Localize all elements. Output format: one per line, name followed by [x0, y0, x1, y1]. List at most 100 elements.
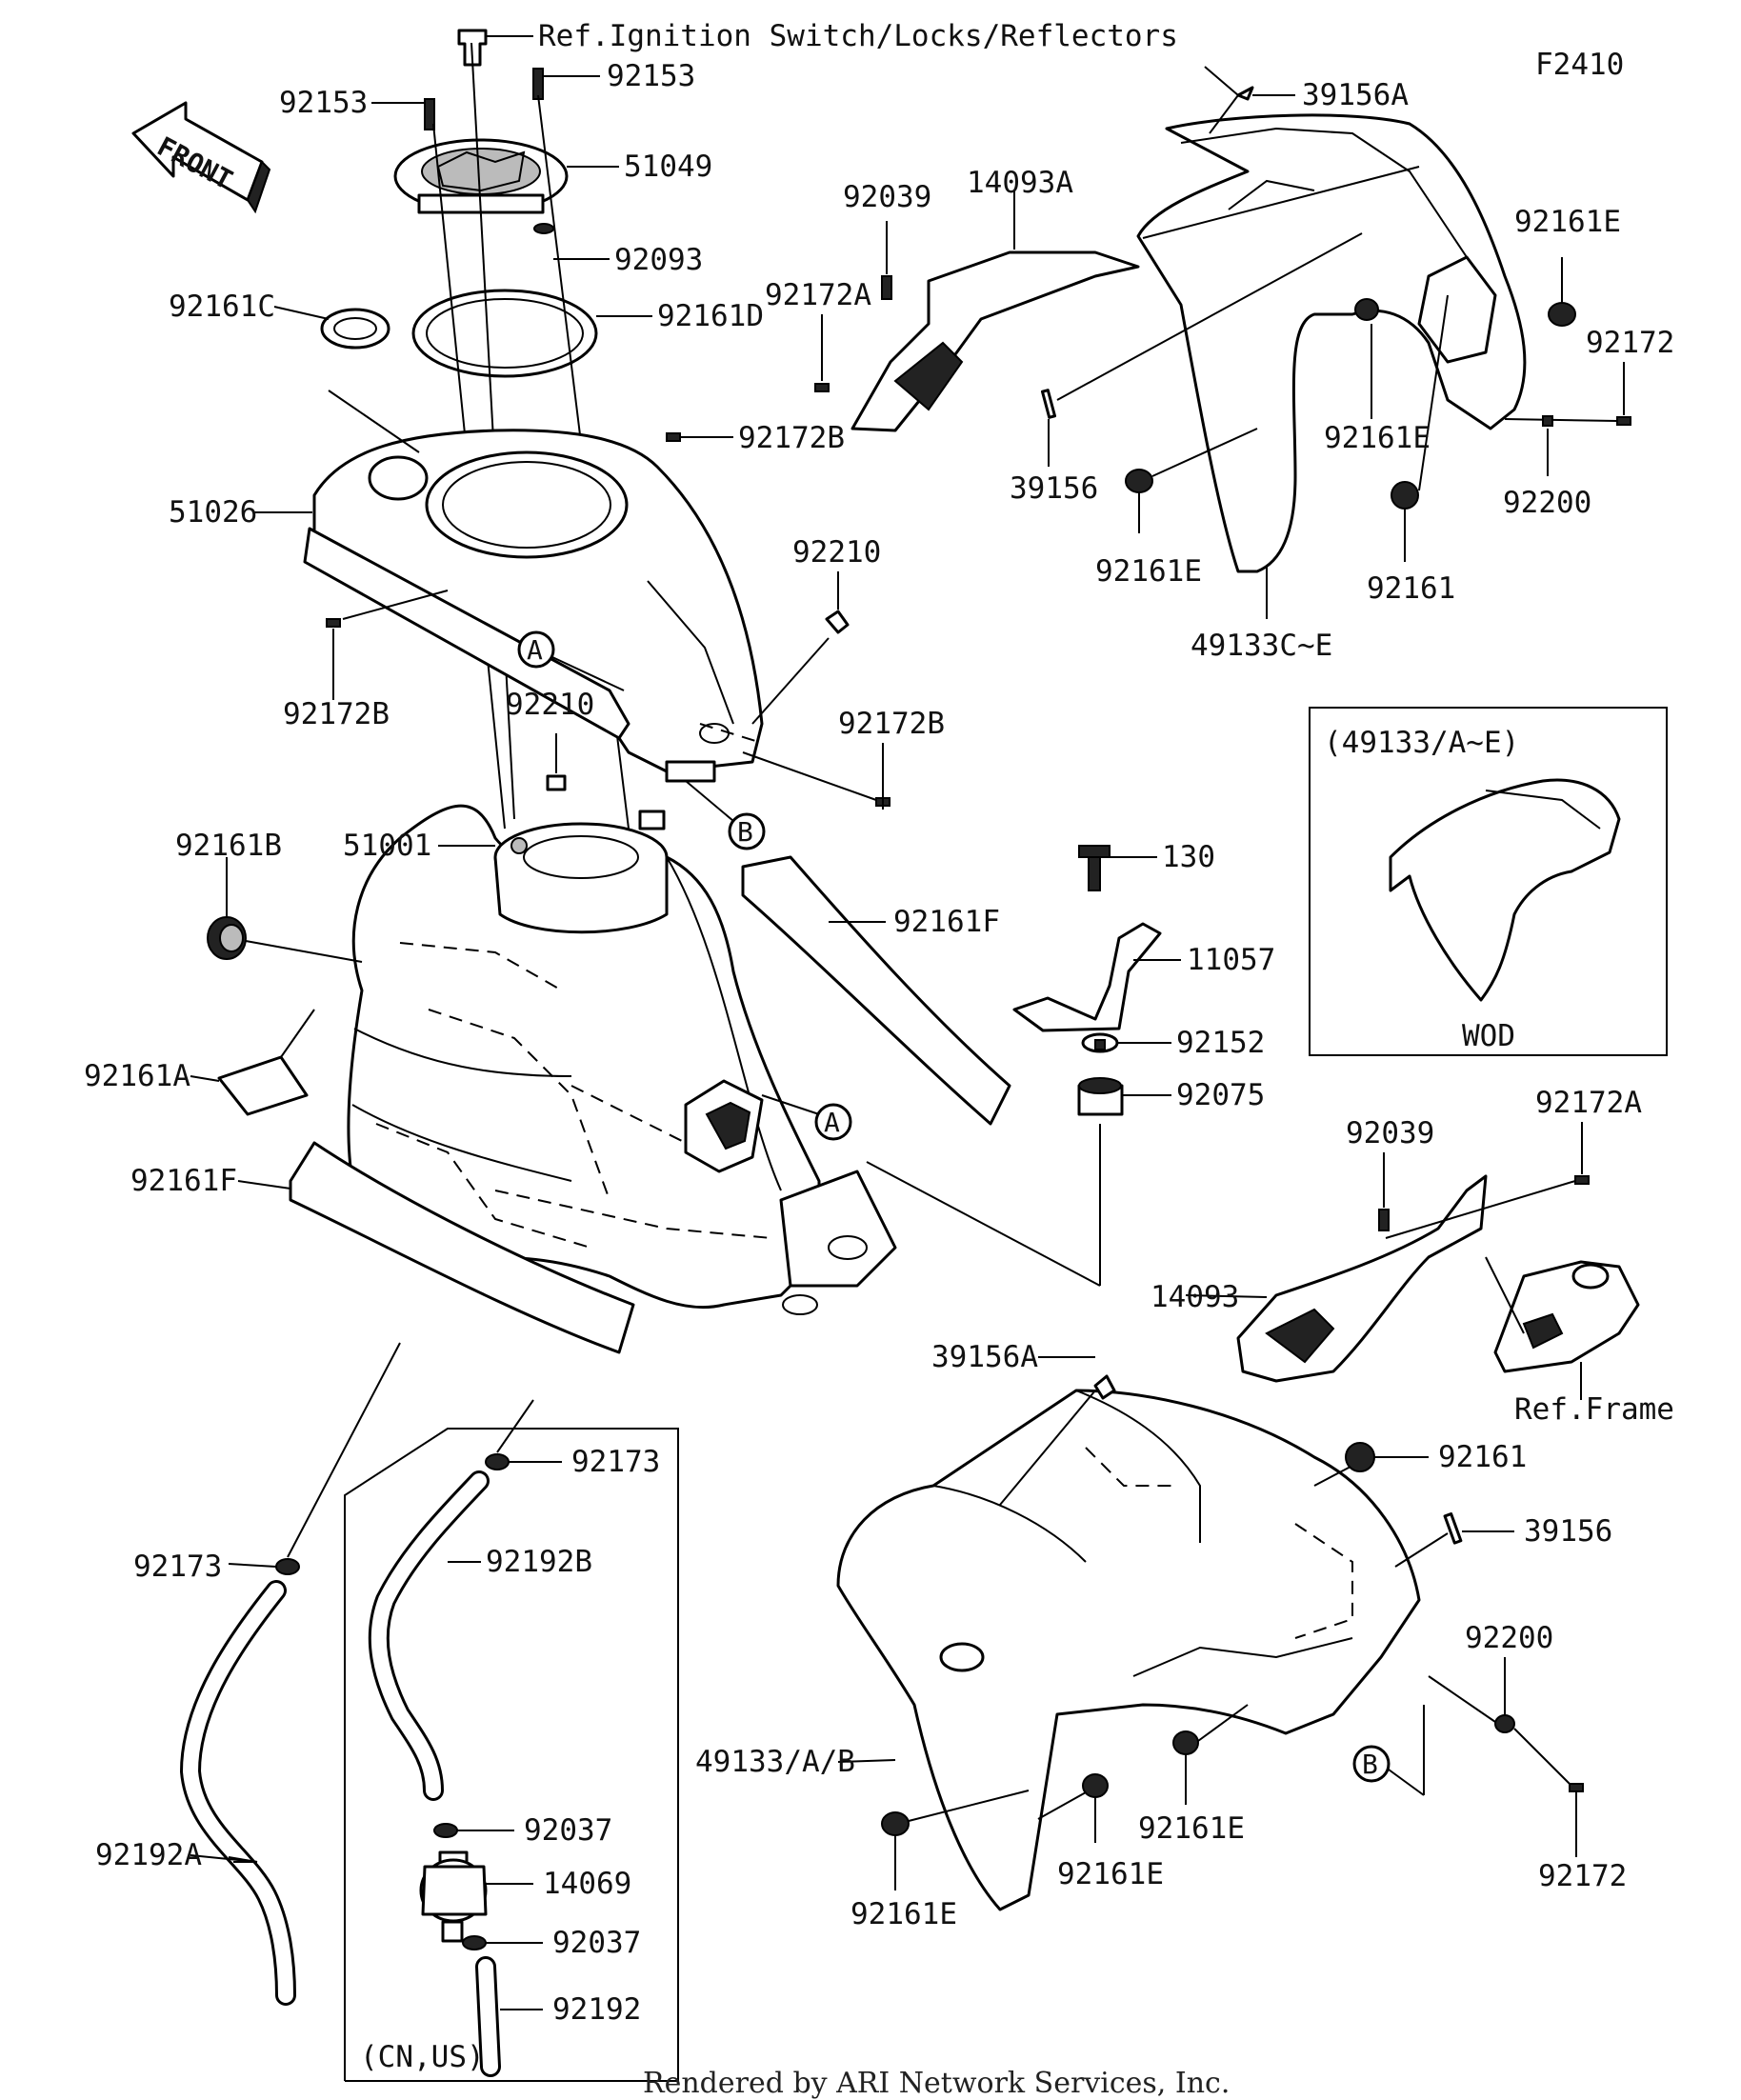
label-92152: 92152: [1176, 1026, 1265, 1060]
label-92173-right: 92173: [571, 1445, 660, 1479]
label-92153-right: 92153: [607, 59, 695, 93]
clamp-92173-right: [485, 1453, 510, 1470]
grommet-92161e-lower-right: [1172, 1730, 1199, 1755]
front-direction-arrow: FRONT: [131, 101, 271, 214]
grommet-92161e-lower-left: [881, 1811, 910, 1836]
clamp-92173-left: [275, 1558, 300, 1575]
variant-inset: (49133/A~E) WOD: [1309, 707, 1668, 1056]
grommet-92161e-upper-center: [1354, 298, 1379, 321]
side-panel-14093a: [850, 190, 1140, 432]
tank-cover-51026: [252, 390, 764, 783]
label-39156-upper: 39156: [1010, 471, 1098, 506]
breather-hose-92192a: [179, 1342, 401, 2006]
label-92161e-lower-right: 92161E: [1138, 1811, 1245, 1846]
fuel-tank-51001: [347, 804, 897, 1315]
label-92161-lower: 92161: [1438, 1440, 1527, 1474]
label-92172b-top: 92172B: [738, 421, 845, 455]
label-39156-lower: 39156: [1524, 1514, 1612, 1549]
callout-a-upper: A: [517, 630, 625, 691]
tape-39156a-lower: [1093, 1374, 1116, 1400]
label-92161a: 92161A: [84, 1059, 190, 1093]
region-box-cn-us: (CN,US): [344, 1399, 679, 2082]
upper-fasteners: [814, 66, 1631, 619]
clip-92210-right: [825, 610, 850, 634]
label-130: 130: [1162, 840, 1215, 874]
label-14069: 14069: [543, 1867, 631, 1901]
washer-92093: [533, 223, 554, 234]
callout-b-lower: B: [1352, 1705, 1425, 1796]
svg-text:B: B: [737, 816, 753, 848]
label-92161e-upper-left: 92161E: [1095, 554, 1202, 589]
screw-92039-upper: [881, 275, 892, 300]
label-92192a: 92192A: [95, 1838, 202, 1872]
screw-92153-left: [424, 98, 435, 130]
region-box-label: (CN,US): [360, 2040, 485, 2074]
label-92161e-upper-right: 92161E: [1514, 205, 1621, 239]
tape-39156-upper: [1040, 389, 1057, 419]
bracket-assembly: [866, 845, 1181, 1287]
label-92161f-upper: 92161F: [893, 905, 1000, 939]
label-92172b-right: 92172B: [838, 707, 945, 741]
screw-92172-upper: [1616, 416, 1631, 426]
label-92037-upper: 92037: [524, 1813, 612, 1848]
bracket-11057: [1012, 922, 1162, 1032]
label-11057: 11057: [1187, 943, 1275, 977]
cover-screws: [326, 432, 891, 810]
label-92153-left: 92153: [279, 86, 368, 120]
cap-seal-ring-92161d: [411, 289, 598, 378]
label-14093a: 14093A: [967, 166, 1073, 200]
pad-92161f-upper: [741, 855, 1011, 1126]
clamp-92037-lower: [462, 1935, 487, 1950]
inset-title: (49133/A~E): [1324, 726, 1519, 760]
label-51026: 51026: [169, 495, 257, 530]
label-92161e-upper-center: 92161E: [1324, 421, 1431, 455]
label-92172-upper: 92172: [1586, 326, 1674, 360]
label-92192: 92192: [552, 1992, 641, 2027]
clip-92210-center: [546, 774, 567, 791]
label-51049: 51049: [624, 150, 712, 184]
screw-92172a-lower: [1574, 1175, 1590, 1185]
svg-text:A: A: [824, 1107, 840, 1138]
label-92075: 92075: [1176, 1078, 1265, 1112]
label-49133ce: 49133C~E: [1191, 629, 1332, 663]
collar-92200-upper: [1542, 415, 1553, 427]
label-92192b: 92192B: [486, 1545, 592, 1579]
label-92210-right: 92210: [792, 535, 881, 570]
grommet-92161c: [320, 308, 390, 350]
ref-ignition-label: Ref.Ignition Switch/Locks/Reflectors: [538, 19, 1178, 53]
pad-92161f-lower: [237, 1141, 635, 1354]
grommet-92161b: [207, 857, 363, 963]
label-39156a-lower: 39156A: [931, 1340, 1038, 1374]
svg-text:A: A: [527, 634, 543, 666]
label-92161f-lower: 92161F: [130, 1164, 237, 1198]
grommet-92161e-lower-center: [1082, 1773, 1109, 1798]
label-92210-center: 92210: [506, 688, 594, 722]
screw-92172b-left: [326, 618, 341, 628]
tape-39156-lower: [1443, 1512, 1463, 1545]
label-14093: 14093: [1151, 1280, 1239, 1314]
front-fender-lower-49133ab: [836, 1389, 1421, 1911]
tape-39156a-upper: [1236, 86, 1254, 101]
label-92172a-lower: 92172A: [1535, 1086, 1642, 1120]
label-92093: 92093: [614, 243, 703, 277]
label-92173-left: 92173: [133, 1550, 222, 1584]
screw-92039-lower: [1378, 1209, 1390, 1231]
label-92039-lower: 92039: [1346, 1116, 1434, 1150]
ref-frame-label: Ref.Frame: [1514, 1392, 1674, 1427]
label-92172a-upper: 92172A: [765, 278, 871, 312]
fuel-cap-group: [273, 29, 652, 830]
screw-92172-lower: [1569, 1783, 1584, 1792]
label-92161c: 92161C: [169, 290, 275, 324]
label-92200-upper: 92200: [1503, 486, 1591, 520]
inset-caption: WOD: [1462, 1019, 1515, 1053]
screw-92172b-top: [666, 432, 681, 442]
label-39156a-upper: 39156A: [1302, 78, 1409, 112]
diagram-code: F2410: [1535, 48, 1624, 82]
label-51001: 51001: [343, 829, 431, 863]
collar-92200-lower: [1494, 1714, 1515, 1733]
label-92161-upper: 92161: [1367, 571, 1455, 606]
screw-92153-right: [532, 68, 544, 100]
part-number-labels: Ref.Ignition Switch/Locks/Reflectors Ref…: [84, 19, 1674, 2027]
frame-reference: [1485, 1256, 1640, 1400]
